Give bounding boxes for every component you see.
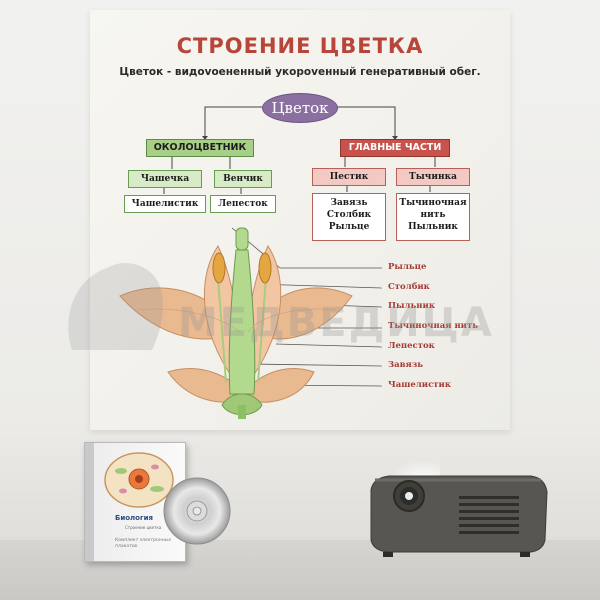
node-petal: Лепесток	[210, 195, 276, 213]
cd-case: Биология Строение цветка Комплект электр…	[84, 442, 186, 562]
label-stigma: Рыльце	[388, 262, 427, 272]
label-filament: Тычиночная нить	[388, 321, 479, 331]
label-sepal: Чашелистик	[388, 380, 451, 390]
category-perianth: ОКОЛОЦВЕТНИК	[146, 139, 254, 157]
cell-cover-icon	[104, 452, 174, 508]
root-node-flower: Цветок	[262, 93, 338, 123]
node-pistil: Пестик	[312, 168, 386, 186]
label-ovary: Завязь	[388, 360, 424, 370]
cd-spine	[85, 443, 94, 561]
pistil-part-ovary: Завязь	[330, 198, 368, 208]
stamen-part-anther: Пыльник	[408, 222, 458, 232]
node-stamen: Тычинка	[396, 168, 470, 186]
category-main-parts: ГЛАВНЫЕ ЧАСТИ	[340, 139, 450, 157]
node-calyx: Чашечка	[128, 170, 202, 188]
slide-title: СТРОЕНИЕ ЦВЕТКА	[176, 34, 424, 58]
flower-illustration	[119, 227, 353, 419]
pistil-parts-box: Завязь Столбик Рыльце	[312, 193, 386, 241]
stamen-parts-box: Тычиночная нить Пыльник	[396, 193, 470, 241]
node-corolla: Венчик	[214, 170, 272, 188]
cd-note: Комплект электронных плакатов	[115, 538, 171, 549]
cd-disc-icon	[163, 477, 231, 545]
slide-subtitle: Цветок - видоvоенeнный укороvенный генер…	[119, 66, 481, 78]
watermark-text: МЕДВЕДИЦА	[178, 300, 494, 346]
label-anther: Пыльник	[388, 301, 435, 311]
pistil-part-style: Столбик	[326, 210, 372, 220]
stamen-part-filament-2: нить	[420, 210, 446, 220]
cd-title: Биология	[115, 514, 154, 522]
projection-screen: СТРОЕНИЕ ЦВЕТКА Цветок - видоvоенeнный у…	[90, 10, 510, 430]
bear-watermark-icon	[68, 263, 164, 350]
label-style: Столбик	[388, 282, 430, 292]
diagram-connectors	[119, 106, 436, 419]
node-sepal: Чашелистик	[124, 195, 206, 213]
label-petal: Лепесток	[388, 341, 435, 351]
pistil-part-stigma: Рыльце	[328, 222, 370, 232]
projector-icon	[370, 475, 548, 557]
cd-subtitle: Строение цветка	[125, 525, 162, 530]
stamen-part-filament: Тычиночная	[399, 198, 467, 208]
